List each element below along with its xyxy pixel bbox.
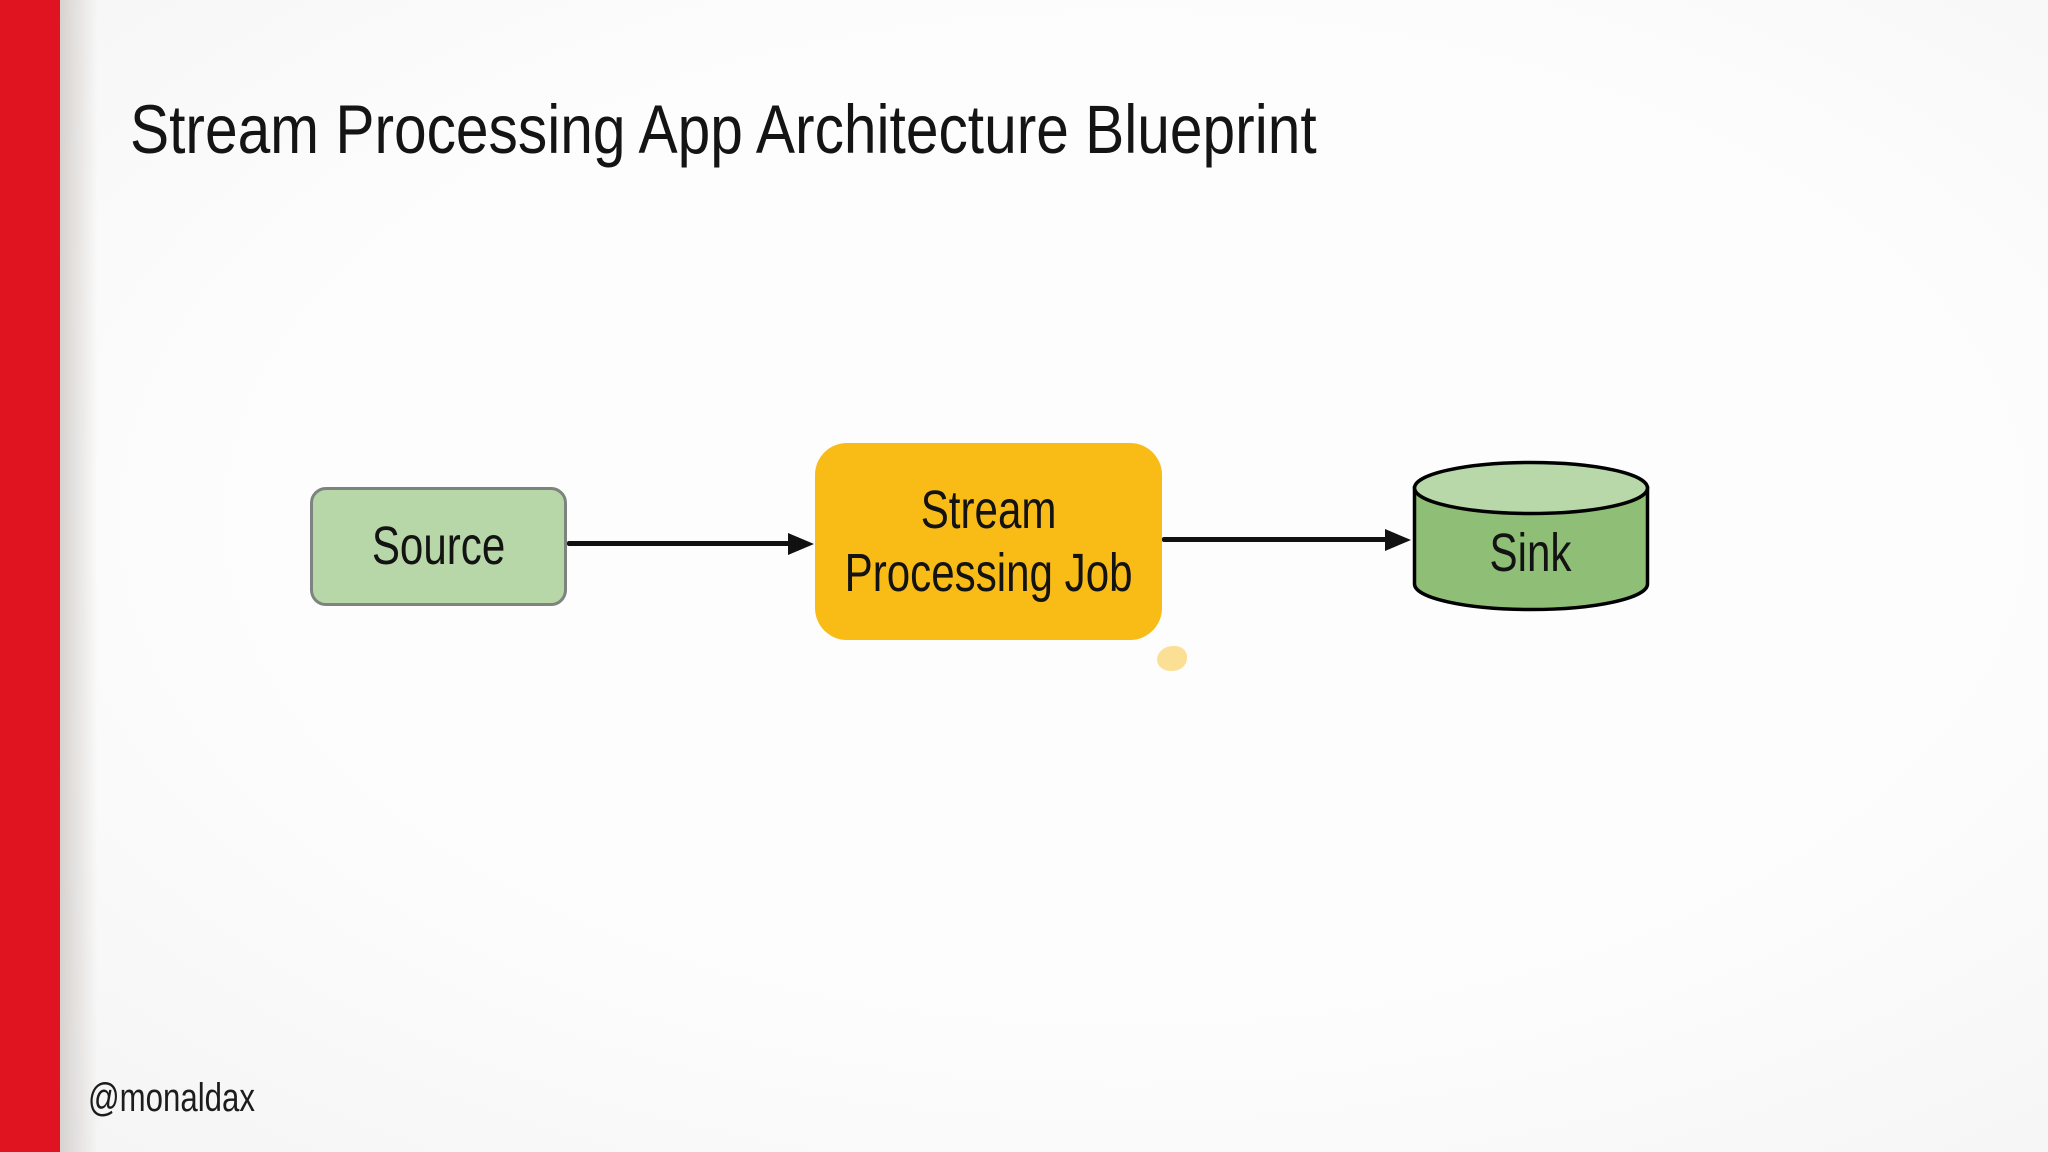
node-source-label: Source xyxy=(371,516,506,577)
orange-smudge-artifact xyxy=(1157,646,1187,671)
footer-handle: @monaldax xyxy=(88,1076,302,1121)
database-cylinder-icon xyxy=(1412,460,1650,612)
cylinder-body xyxy=(1412,486,1650,612)
slide-title: Stream Processing App Architecture Bluep… xyxy=(130,90,1526,169)
node-sink-label: Sink xyxy=(1490,523,1572,583)
footer-handle-text: @monaldax xyxy=(88,1076,255,1120)
cylinder-top xyxy=(1412,460,1650,516)
node-job-label-line-2: Processing Job xyxy=(844,542,1133,603)
edge-line xyxy=(567,541,791,546)
arrowhead-right-icon xyxy=(788,532,814,555)
slide-title-text: Stream Processing App Architecture Bluep… xyxy=(130,91,1317,168)
edge-line xyxy=(1162,537,1389,542)
arrowhead-right-icon xyxy=(1385,528,1411,551)
accent-bar-shadow xyxy=(60,0,102,1152)
node-job-label-line-1: Stream xyxy=(920,480,1057,541)
node-sink: Sink xyxy=(1412,460,1650,612)
node-stream-processing-job: Stream Processing Job xyxy=(815,443,1162,640)
node-sink-label-wrap: Sink xyxy=(1412,522,1650,584)
node-job-label: Stream Processing Job xyxy=(804,479,1173,603)
red-accent-bar xyxy=(0,0,60,1152)
node-source: Source xyxy=(310,487,567,606)
